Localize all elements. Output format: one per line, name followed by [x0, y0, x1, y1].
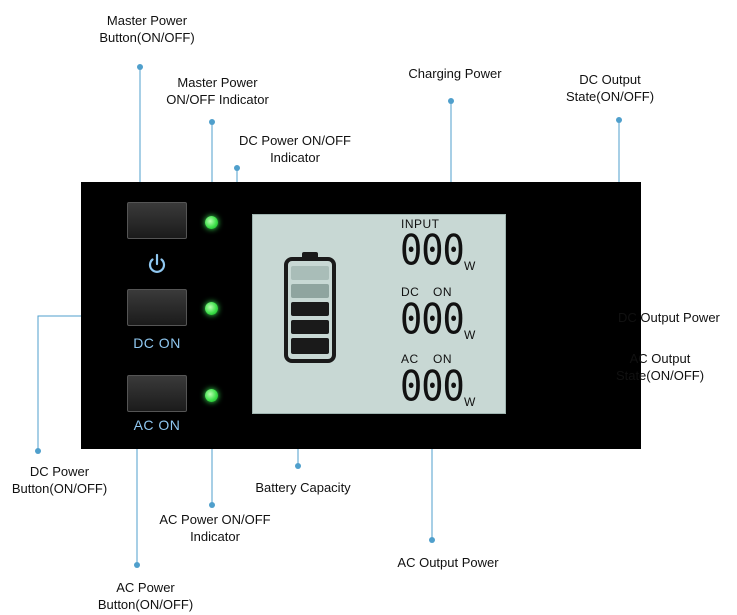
- lcd-ac-unit: W: [464, 395, 476, 409]
- ac-power-indicator-led: [205, 389, 218, 402]
- lcd-dc-unit: W: [464, 328, 476, 342]
- lcd-input-label: INPUT: [401, 217, 440, 231]
- dc-power-button[interactable]: [127, 289, 187, 326]
- lcd-dc-value: 000: [400, 295, 465, 344]
- label-battery-capacity: Battery Capacity: [255, 480, 351, 495]
- lcd-input-value: 000: [400, 226, 465, 275]
- lcd-ac-value: 000: [400, 362, 465, 411]
- lcd-dc-state: ON: [433, 285, 452, 299]
- lcd-ac-state: ON: [433, 352, 452, 366]
- label-charging-power: Charging Power: [408, 66, 502, 81]
- label-dc-output-power: DC Output Power: [618, 310, 720, 325]
- lcd-input-unit: W: [464, 259, 476, 273]
- label-ac-output-power: AC Output Power: [397, 555, 499, 570]
- dc-power-indicator-led: [205, 302, 218, 315]
- lcd-dc-label: DC: [401, 285, 420, 299]
- ac-power-button[interactable]: [127, 375, 187, 412]
- control-panel: DC ON AC ON INPUT 000 W DC ON 000 W AC O…: [81, 182, 641, 449]
- master-power-button[interactable]: [127, 202, 187, 239]
- dc-button-label: DC ON: [133, 335, 181, 351]
- lcd-display: INPUT 000 W DC ON 000 W AC ON 000 W: [252, 214, 506, 414]
- power-icon: [148, 253, 166, 273]
- lcd-ac-label: AC: [401, 352, 419, 366]
- master-power-indicator-led: [205, 216, 218, 229]
- ac-button-label: AC ON: [133, 417, 181, 433]
- battery-capacity-icon: [284, 252, 336, 363]
